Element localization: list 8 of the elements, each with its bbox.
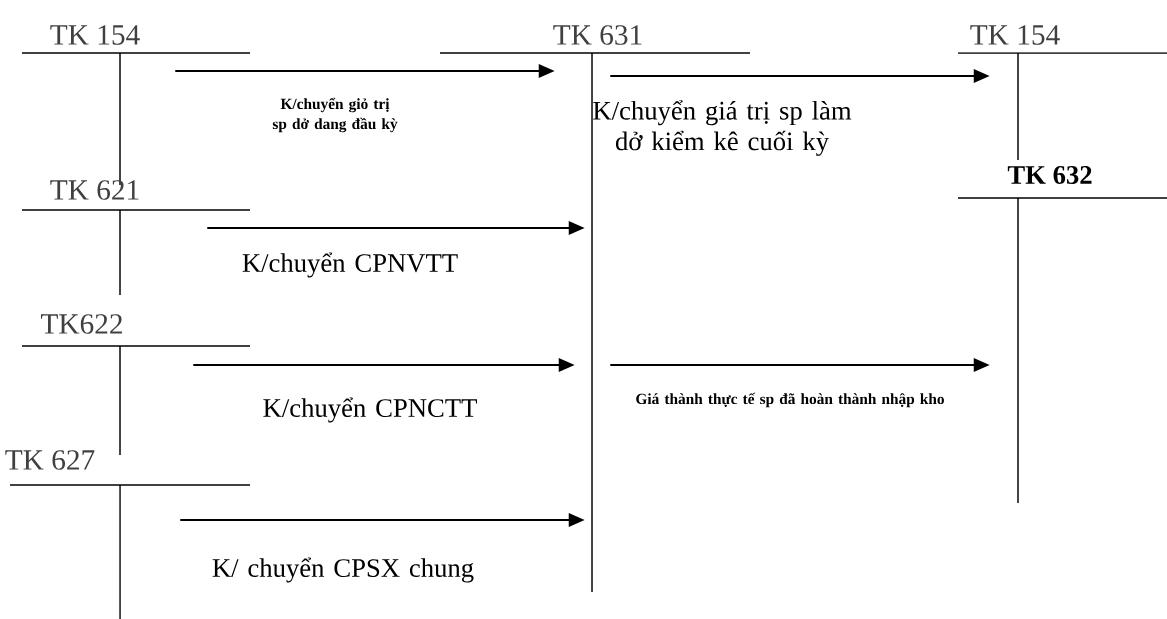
edge-label: K/chuyển giá trị sp làm dở kiểm kê cuối kỳ	[593, 100, 852, 156]
edge-label: K/chuyển giỏ trị sp dở dang đầu kỳ	[272, 97, 398, 133]
edge-label: K/chuyển CPNVTT	[242, 252, 458, 278]
edge-label: K/ chuyển CPSX chung	[212, 557, 474, 583]
t-account: TK 154	[957, 25, 1167, 161]
t-account: TK 632	[957, 166, 1167, 504]
edge-label: K/chuyển CPNCTT	[263, 397, 477, 423]
edge-label: Giá thành thực tế sp đã hoàn thành nhập kho	[636, 392, 944, 408]
